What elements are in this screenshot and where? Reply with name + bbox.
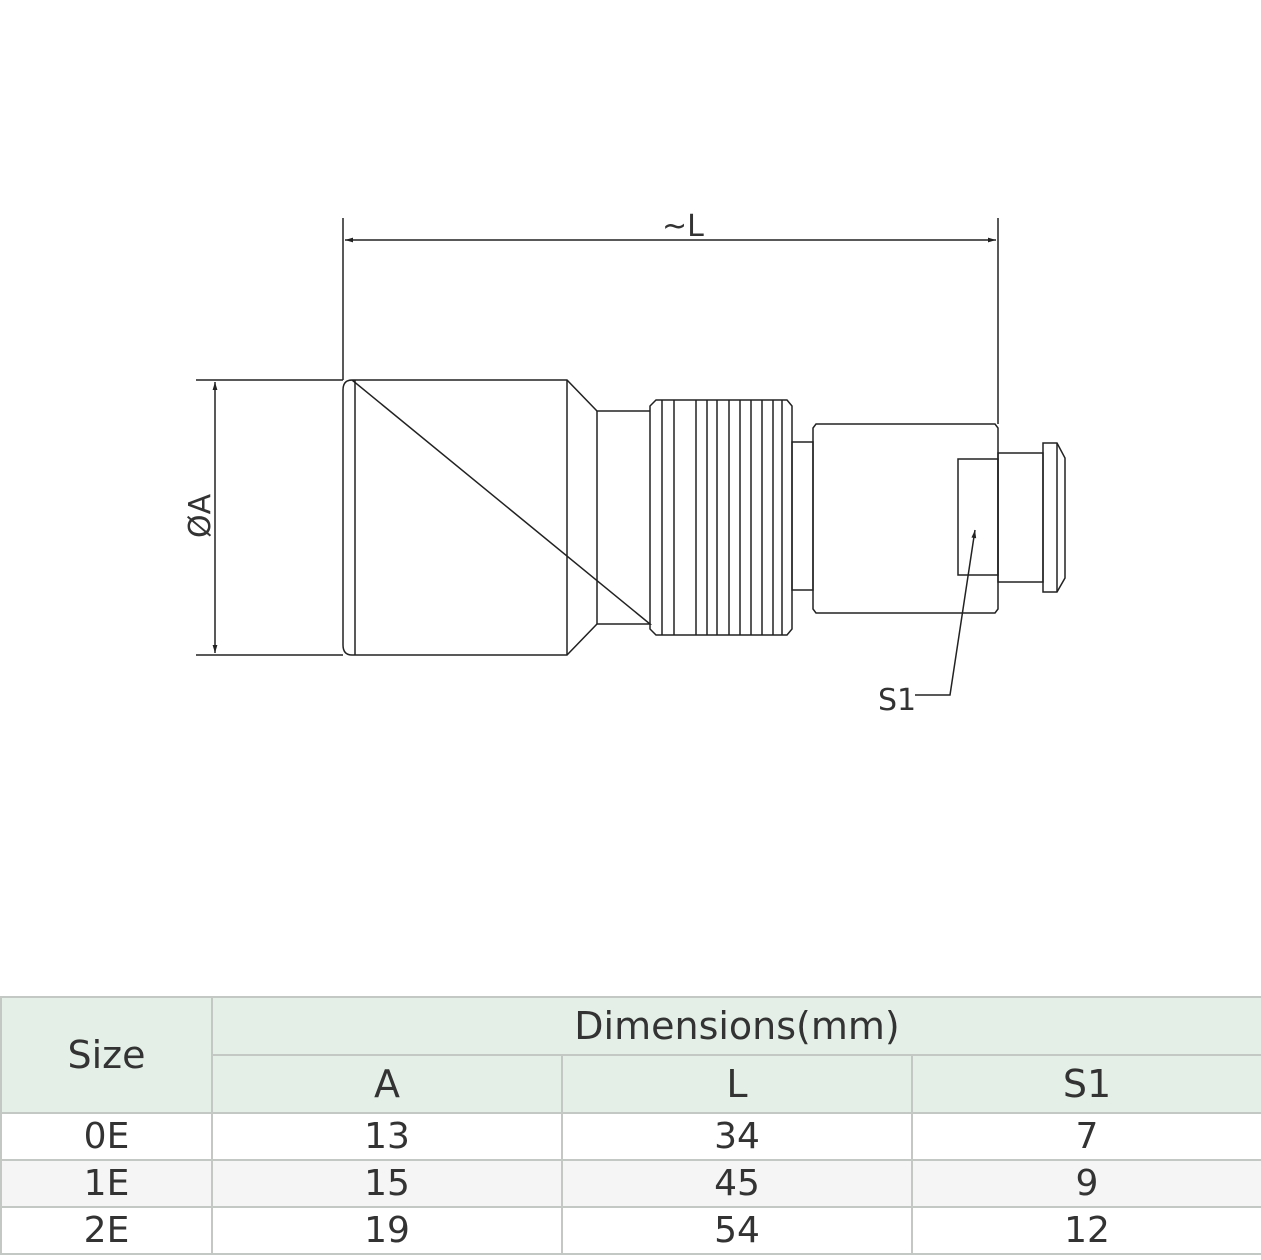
s1-cell: 12 — [911, 1206, 1261, 1255]
s1-cell: 9 — [911, 1159, 1261, 1208]
s1-cell: 7 — [911, 1112, 1261, 1161]
a-cell: 19 — [211, 1206, 563, 1255]
dimensions-header: Dimensions(mm) — [211, 996, 1261, 1056]
length-label: ~L — [662, 209, 704, 244]
wrench-flat — [957, 458, 999, 576]
tube-stub — [997, 442, 1066, 593]
size-cell: 0E — [0, 1112, 213, 1161]
column-header-a: A — [211, 1054, 563, 1114]
size-cell: 2E — [0, 1206, 213, 1255]
l-cell: 34 — [561, 1112, 913, 1161]
table-row: 1E 15 45 9 — [0, 1159, 1261, 1208]
dimensions-table: Size Dimensions(mm) A L S1 0E 13 34 7 1E… — [0, 996, 1261, 1255]
diameter-label: ØA — [183, 493, 218, 538]
collar — [791, 441, 814, 591]
knurled-nut — [649, 399, 793, 636]
s1-leader — [915, 529, 977, 696]
diameter-dimension — [196, 379, 343, 656]
length-dimension — [342, 218, 999, 424]
l-cell: 54 — [561, 1206, 913, 1255]
s1-label: S1 — [878, 683, 916, 718]
fitting-body — [342, 379, 653, 656]
size-cell: 1E — [0, 1159, 213, 1208]
sleeve — [812, 423, 999, 614]
table-row: 0E 13 34 7 — [0, 1112, 1261, 1161]
table-row: 2E 19 54 12 — [0, 1206, 1261, 1255]
a-cell: 13 — [211, 1112, 563, 1161]
l-cell: 45 — [561, 1159, 913, 1208]
technical-drawing: ~L ØA S1 — [183, 209, 1066, 718]
size-header: Size — [0, 996, 213, 1114]
a-cell: 15 — [211, 1159, 563, 1208]
column-header-s1: S1 — [911, 1054, 1261, 1114]
column-header-l: L — [561, 1054, 913, 1114]
